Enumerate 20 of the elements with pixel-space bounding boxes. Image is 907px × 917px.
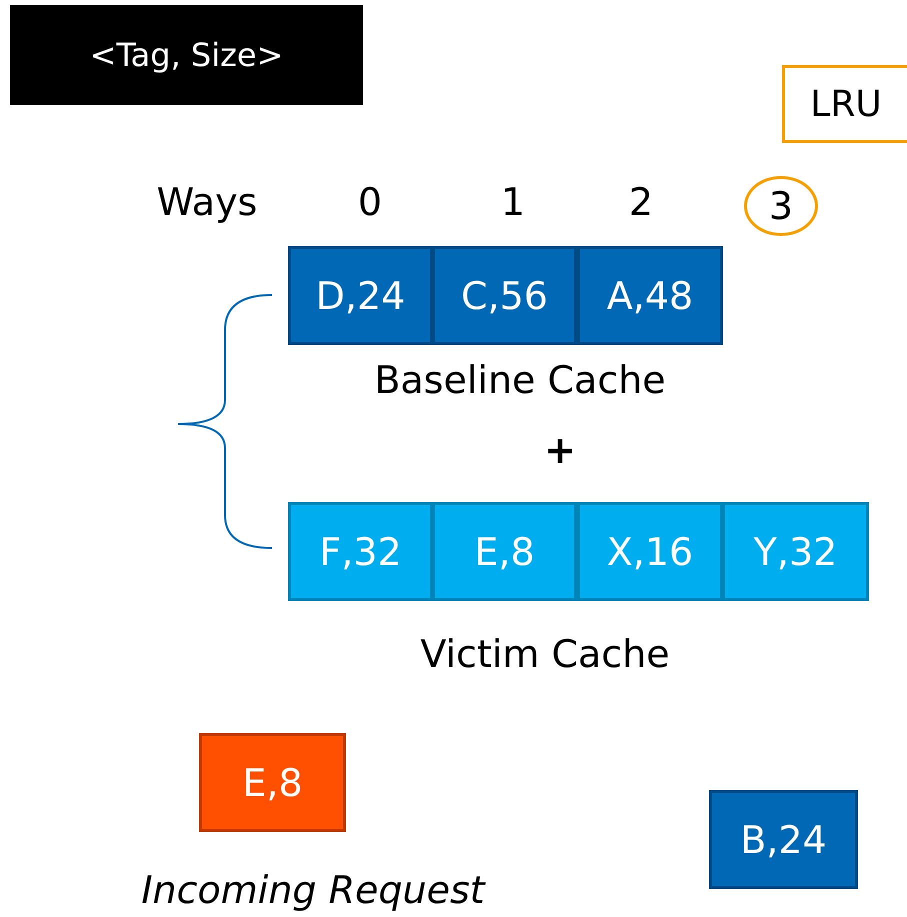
cache-cell: C,56 [432, 246, 577, 345]
lru-box: LRU [782, 65, 907, 143]
cache-cell: A,48 [577, 246, 723, 345]
cache-label: Baseline Cache [374, 358, 666, 402]
request-box: E,8 [199, 733, 346, 832]
way-circle: 3 [744, 176, 818, 236]
cache-cell: X,16 [577, 502, 723, 601]
way-number: 0 [358, 180, 382, 224]
way-number: 1 [500, 180, 526, 224]
row-label: Ways [156, 180, 258, 224]
evicted-box: B,24 [709, 790, 858, 889]
cache-cell: Y,32 [722, 502, 869, 601]
cache-label: Victim Cache [420, 632, 670, 676]
node-label: Incoming Request [141, 868, 485, 912]
key-box: <Tag, Size> [10, 5, 363, 105]
plus-sign: + [544, 428, 576, 472]
cache-cell: E,8 [432, 502, 577, 601]
cache-cell: F,32 [288, 502, 433, 601]
way-number: 2 [628, 180, 654, 224]
cache-cell: D,24 [288, 246, 433, 345]
